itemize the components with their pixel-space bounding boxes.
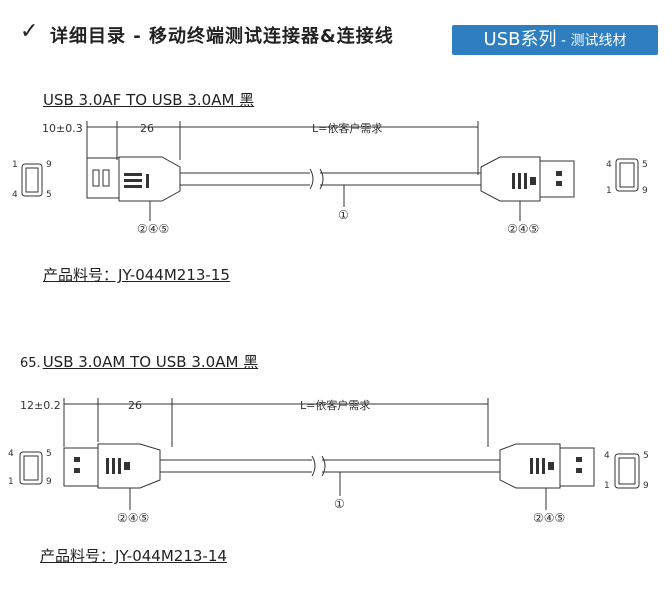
section1-dim-length: L=依客户需求 bbox=[312, 121, 382, 135]
section2-callout-right: ②④⑤ bbox=[533, 511, 565, 525]
section2-callout-left: ②④⑤ bbox=[117, 511, 149, 525]
section1-pin-label: 1 bbox=[12, 160, 18, 170]
section1-pin-label: 5 bbox=[46, 190, 52, 200]
section2-title-text: USB 3.0AM TO USB 3.0AM 黑 bbox=[42, 353, 259, 371]
section1-dim-tolerance: 10±0.3 bbox=[42, 122, 83, 135]
section1-title: USB 3.0AF TO USB 3.0AM 黑 bbox=[43, 91, 255, 109]
badge-sub-label: - 测试线材 bbox=[556, 33, 627, 49]
badge-main-label: USB系列 bbox=[483, 29, 557, 50]
section2-pin-label: 1 bbox=[604, 481, 610, 491]
section1-pin-label: 4 bbox=[12, 190, 18, 200]
section2-pin-label: 5 bbox=[643, 451, 649, 461]
check-icon: ✓ bbox=[20, 19, 39, 44]
section1-pin-label: 9 bbox=[46, 160, 52, 170]
section1-pin-label: 5 bbox=[642, 160, 648, 170]
section2-pin-label: 4 bbox=[604, 451, 610, 461]
section2-pin-label: 5 bbox=[46, 449, 52, 459]
section1-callout-center: ① bbox=[338, 208, 349, 222]
section1-pin-label: 4 bbox=[606, 160, 612, 170]
section1-callout-left: ②④⑤ bbox=[137, 222, 169, 236]
section2-dim-body: 26 bbox=[128, 399, 142, 412]
section2-part-number: 产品料号：JY-044M213-14 bbox=[40, 547, 227, 565]
section1-part-number: 产品料号：JY-044M213-15 bbox=[43, 266, 230, 284]
section2-number: 65. bbox=[20, 356, 41, 371]
section1-pin-label: 1 bbox=[606, 186, 612, 196]
series-badge: USB系列 - 测试线材 bbox=[452, 25, 658, 55]
section2-pin-label: 4 bbox=[8, 449, 14, 459]
page-title: 详细目录 - 移动终端测试连接器&连接线 bbox=[50, 26, 394, 47]
section2-pin-label: 9 bbox=[46, 477, 52, 487]
section1-dim-body: 26 bbox=[140, 122, 154, 135]
section2-drawing: 12±0.2 26 L=依客户需求 ②④⑤ ① ②④⑤ 4 5 1 9 4 5 … bbox=[8, 398, 649, 525]
section2-callout-center: ① bbox=[334, 497, 345, 511]
section1-pin-label: 9 bbox=[642, 186, 648, 196]
section1-drawing: 10±0.3 26 L=依客户需求 ②④⑤ ① ②④⑤ 1 9 4 5 4 5 … bbox=[12, 121, 648, 236]
section2-title: 65.USB 3.0AM TO USB 3.0AM 黑 bbox=[20, 351, 258, 372]
section2-dim-tolerance: 12±0.2 bbox=[20, 399, 61, 412]
section2-pin-label: 1 bbox=[8, 477, 14, 487]
page-header: ✓ 详细目录 - 移动终端测试连接器&连接线 USB系列 - 测试线材 bbox=[0, 0, 672, 62]
section2-pin-label: 9 bbox=[643, 481, 649, 491]
section2-dim-length: L=依客户需求 bbox=[300, 398, 370, 412]
section1-callout-right: ②④⑤ bbox=[507, 222, 539, 236]
